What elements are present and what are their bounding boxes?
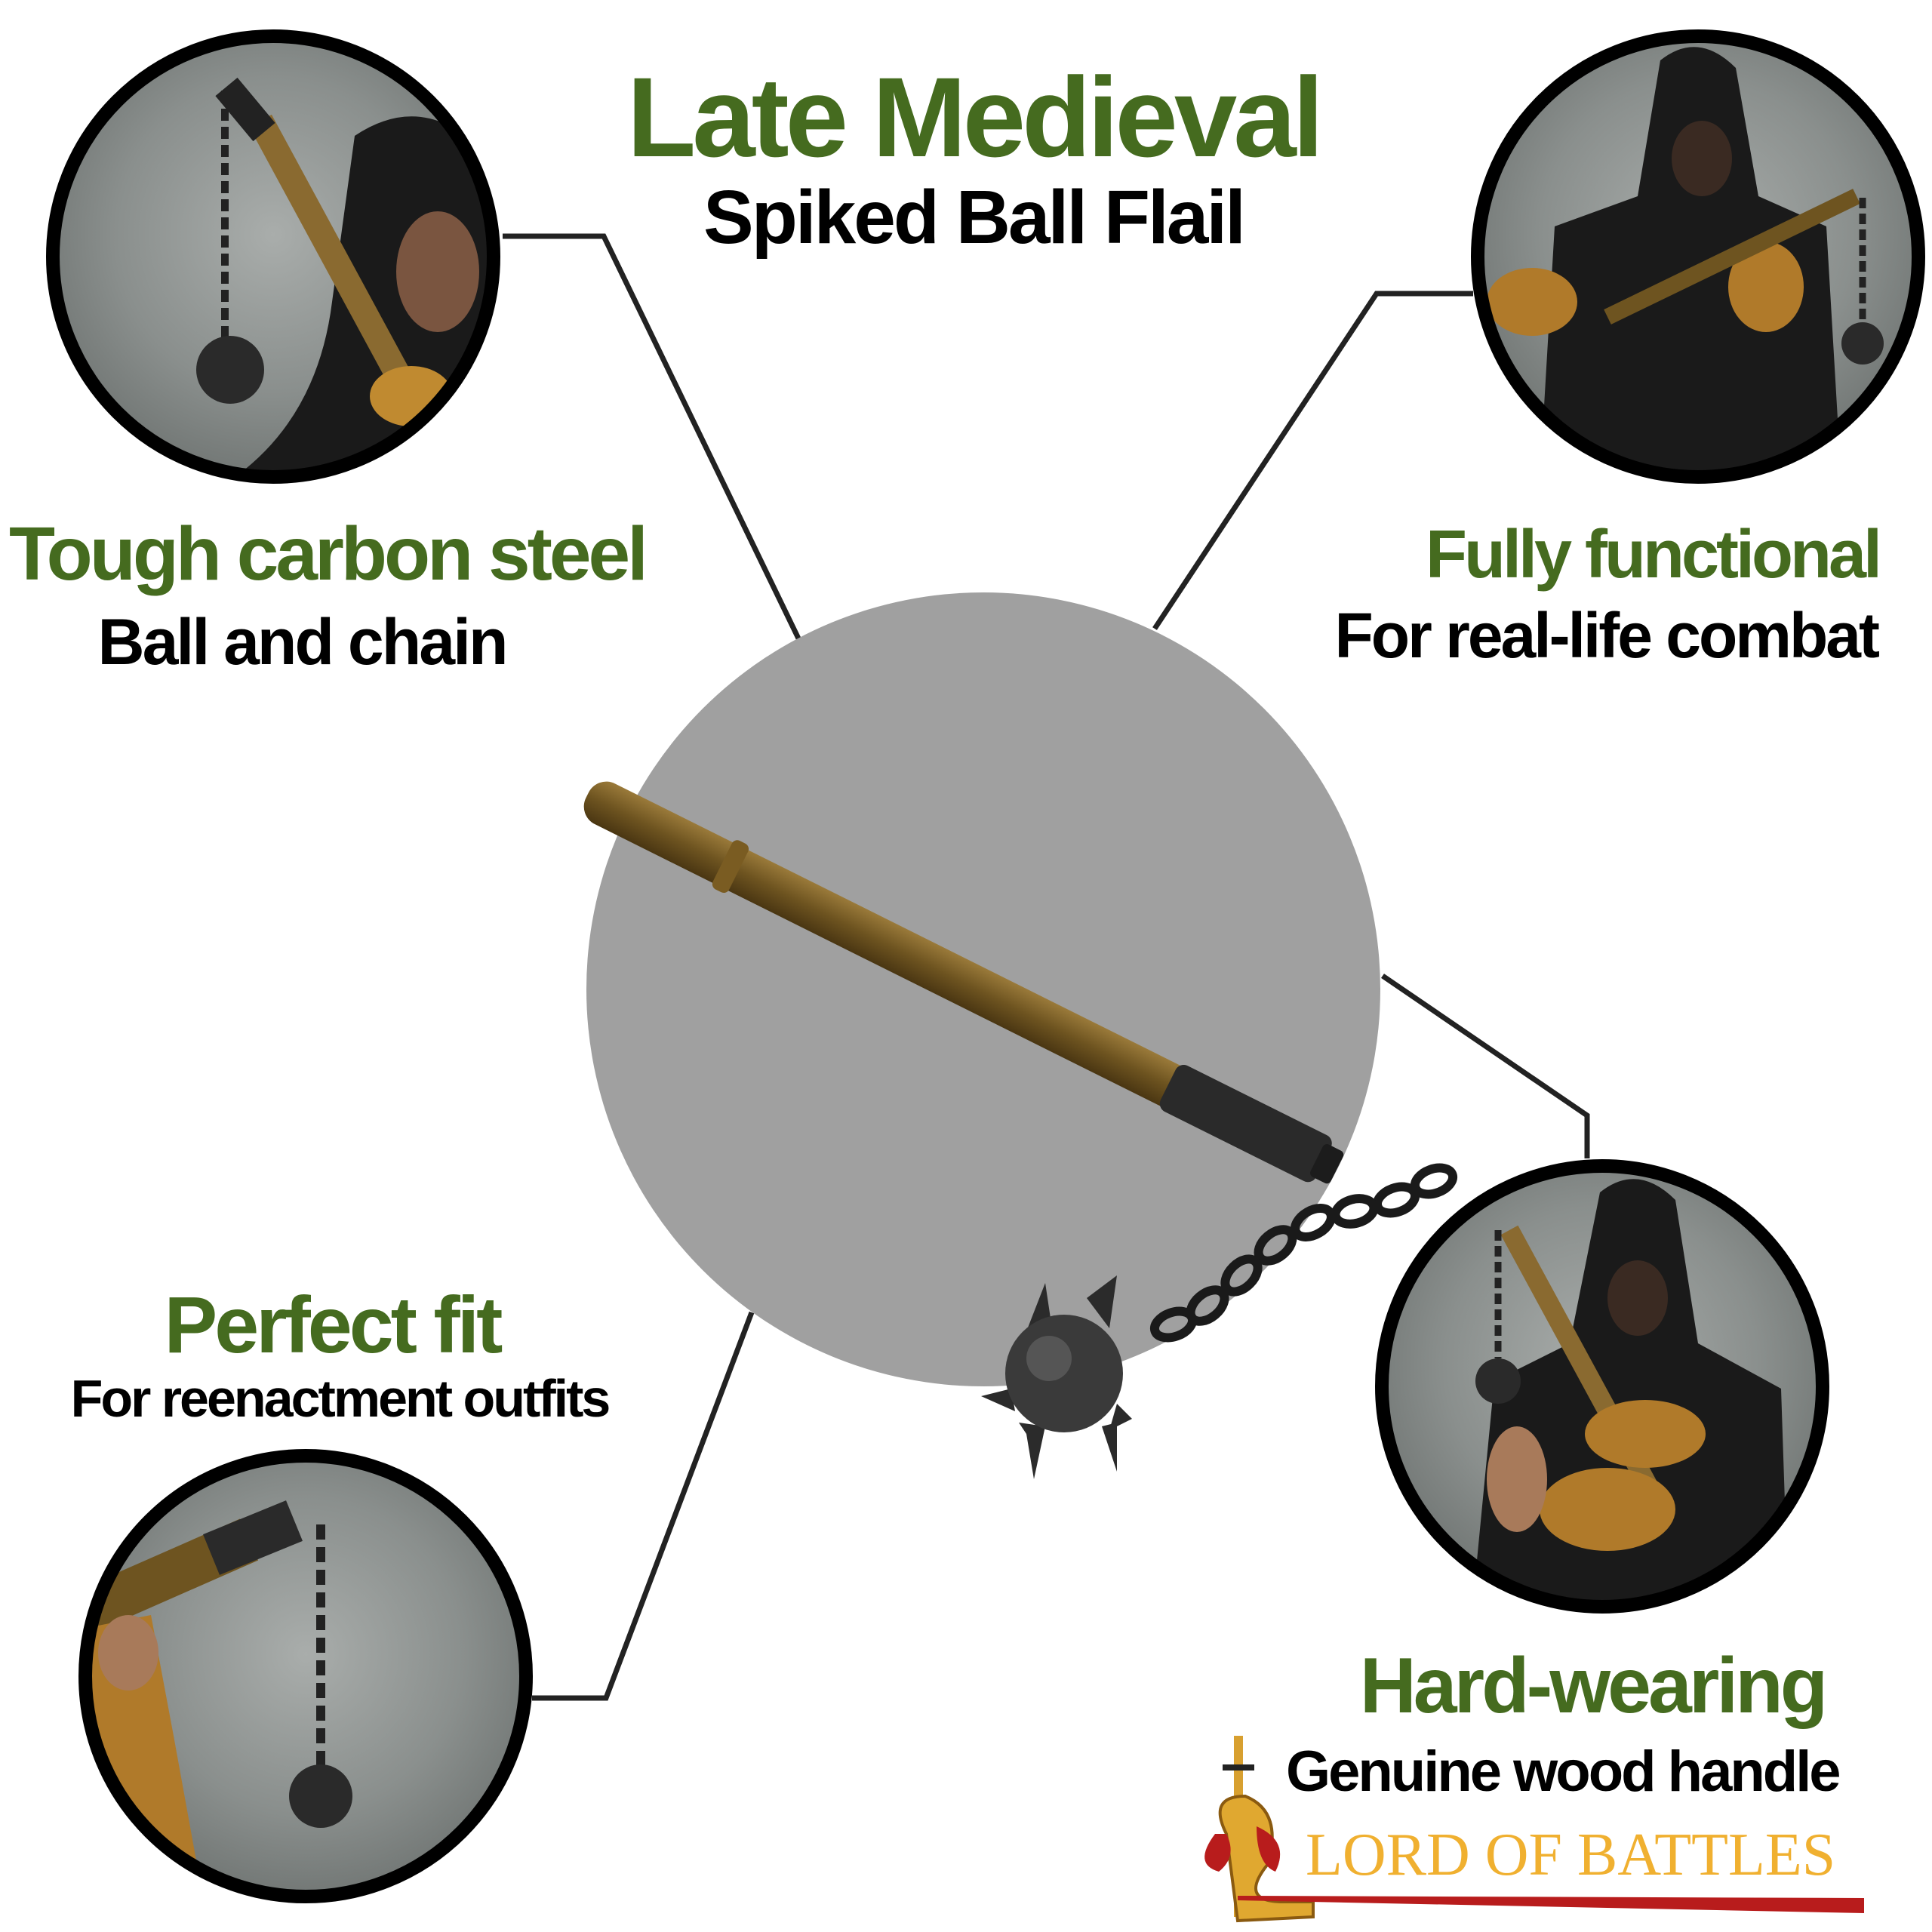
connector-lines xyxy=(503,233,1590,1701)
logo-underline xyxy=(1238,1896,1864,1913)
feature-subheading-ball-chain: Ball and chain xyxy=(97,606,508,678)
page-subtitle: Spiked Ball Flail xyxy=(703,175,1246,260)
feature-heading-hard-wearing: Hard-wearing xyxy=(1359,1642,1829,1730)
photo-bottom-left xyxy=(78,1449,533,1903)
connector-line-top-left xyxy=(503,233,801,640)
feature-subheading-wood-handle: Genuine wood handle xyxy=(1286,1740,1841,1804)
feature-heading-perfect-fit: Perfect fit xyxy=(164,1281,503,1370)
photo-top-left xyxy=(46,29,500,484)
connector-line-bottom-right xyxy=(1381,974,1590,1158)
feature-subheading-reenactment: For reenactment outfits xyxy=(70,1369,611,1428)
spiked-ball-flail-icon xyxy=(583,781,1458,1479)
photo-bottom-right xyxy=(1375,1159,1829,1614)
connector-line-top-right xyxy=(1152,291,1473,630)
photo-top-right xyxy=(1471,29,1925,484)
page-title: Late Medieval xyxy=(626,54,1324,180)
feature-subheading-combat: For real-life combat xyxy=(1334,600,1880,671)
feature-heading-fully-functional: Fully functional xyxy=(1426,517,1882,592)
feature-heading-carbon-steel: Tough carbon steel xyxy=(9,512,648,596)
brand-logo-text: LORD OF BATTLES xyxy=(1306,1822,1836,1888)
connector-line-bottom-left xyxy=(532,1311,755,1701)
sword-letter-l-logo-icon xyxy=(1204,1736,1864,1923)
